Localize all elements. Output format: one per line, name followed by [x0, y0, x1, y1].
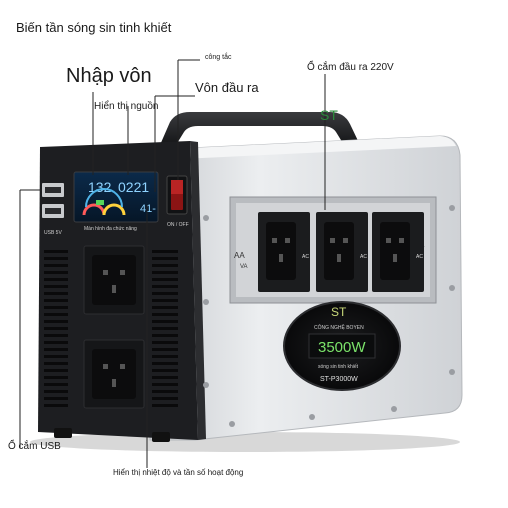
socket-2-label: AC [360, 254, 367, 260]
side-socket-1 [258, 212, 310, 292]
gauge-green [96, 200, 104, 205]
wave-text: sóng sin tinh khiết [318, 364, 359, 370]
floor-shadow [30, 432, 460, 452]
callout-power-switch: công tắc [205, 54, 232, 61]
usb-ports [42, 183, 64, 218]
display-output-value: 0221 [118, 179, 149, 195]
side-socket-3 [372, 212, 424, 292]
front-socket-bottom [83, 339, 145, 409]
power-rating-box [308, 333, 376, 359]
vent-grille-right [152, 250, 178, 407]
callout-usb-socket: Ổ cắm USB [8, 441, 61, 452]
gauge-yellow [102, 203, 126, 216]
callout-output-voltage: Vôn đầu ra [195, 80, 259, 95]
carry-handle [160, 112, 360, 145]
display-temp-value: 41- [140, 203, 156, 215]
callout-temp-freq-display: Hiển thị nhiệt độ và tần số hoạt động [113, 468, 244, 477]
socket-1-label: AC [302, 254, 309, 260]
callout-source-display: Hiển thị nguồn [94, 101, 159, 112]
model-number: ST-P3000W [320, 376, 358, 383]
va-label: VA [240, 264, 248, 270]
usb-port-label: USB 5V [44, 230, 62, 236]
brand-subtitle: CÔNG NGHỆ BOYEN [314, 323, 364, 331]
power-switch[interactable] [166, 175, 188, 215]
panel-screws [203, 205, 455, 427]
page-title: Biến tần sóng sin tinh khiết [16, 20, 172, 35]
socket-3-label: AC [416, 254, 423, 260]
side-socket-2 [316, 212, 368, 292]
brand-name: ST [331, 305, 347, 319]
gauge-blue [85, 188, 123, 208]
foot-front-right [152, 432, 170, 442]
display-input-value: 132 [88, 179, 112, 195]
multifunction-display: 132 0221 41- [73, 171, 159, 223]
front-socket-top [83, 245, 145, 315]
switch-label: ON / OFF [167, 222, 189, 228]
callout-input-voltage: Nhập vôn [66, 65, 152, 87]
callout-socket-220v: Ổ cắm đầu ra 220V [307, 62, 394, 73]
foot-front-left [54, 428, 72, 438]
ac-wave-label: AA [234, 251, 245, 260]
display-caption: Màn hình đa chức năng [84, 226, 137, 232]
vent-grille-left [44, 250, 68, 407]
power-rating: 3500W [318, 339, 366, 356]
callout-lines [19, 59, 326, 468]
brand-tag-green: ST [320, 107, 338, 123]
